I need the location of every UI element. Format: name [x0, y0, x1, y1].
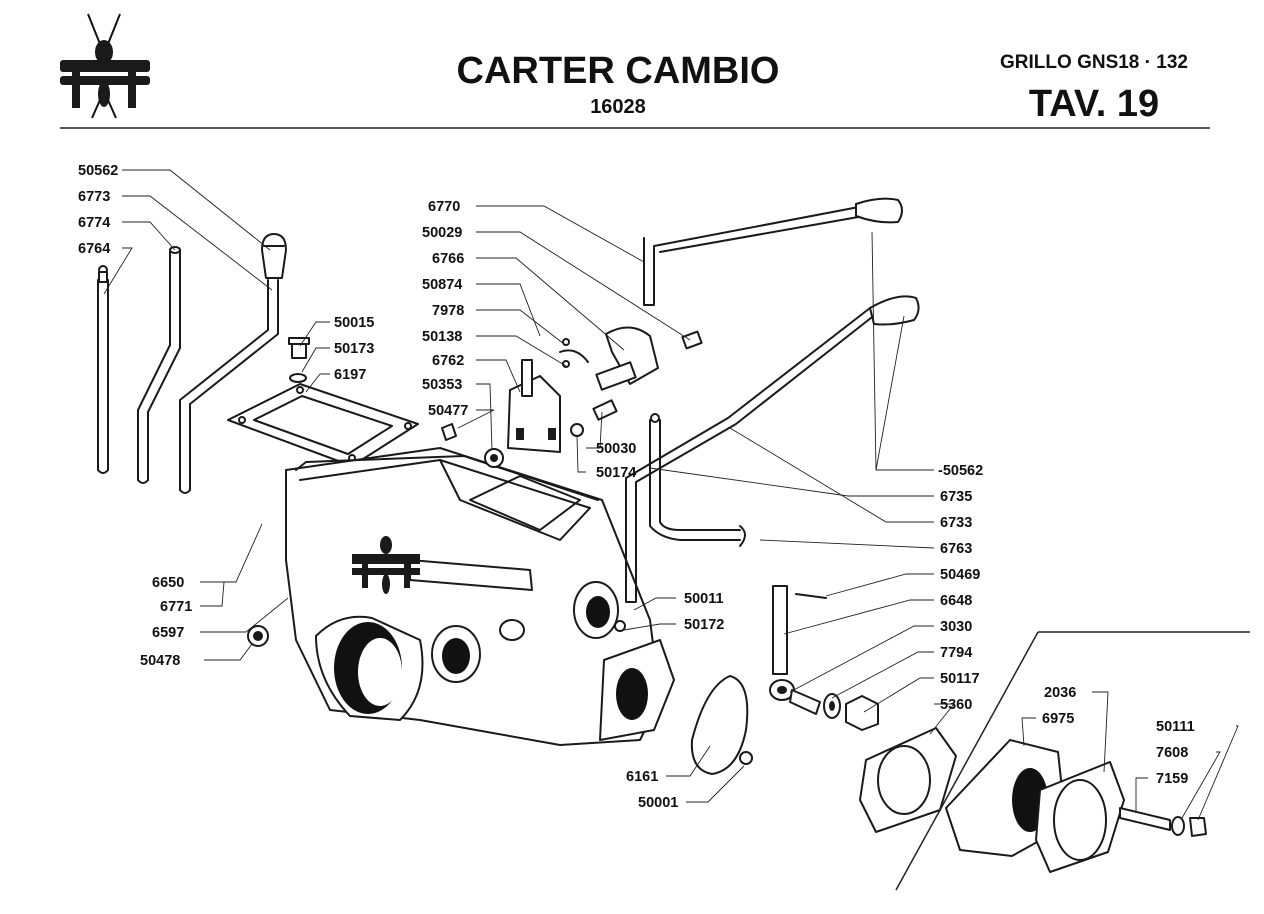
callout-50117: 50117 [940, 671, 980, 687]
rear-flange-assembly [859, 631, 1250, 891]
callout-50469: 50469 [940, 567, 980, 583]
callout-6197: 6197 [334, 367, 366, 383]
model-name: GRILLO GNS18 · 132 [1000, 52, 1188, 73]
linkage-parts [247, 585, 879, 775]
callout-7794: 7794 [940, 645, 972, 661]
table-number: TAV. 19 [1029, 83, 1159, 125]
callout-50477: 50477 [428, 403, 468, 419]
callout-50011: 50011 [684, 591, 724, 607]
callout-6773: 6773 [78, 189, 110, 205]
callout-50173: 50173 [334, 341, 374, 357]
gearbox-housing [285, 447, 675, 746]
selector-mechanism [441, 326, 703, 468]
callout-6771: 6771 [160, 599, 192, 615]
shift-rods [625, 197, 920, 603]
callout-6161: 6161 [626, 769, 658, 785]
callout-labels: 50562 6773 6774 6764 50015 50173 6197 67… [78, 163, 1195, 811]
callout-6766: 6766 [432, 251, 464, 267]
gear-lever-rods [97, 233, 287, 494]
callout-50562: 50562 [78, 163, 118, 179]
callout-50478: 50478 [140, 653, 180, 669]
callout-6650: 6650 [152, 575, 184, 591]
callout-5360: 5360 [940, 697, 972, 713]
callout-50138: 50138 [422, 329, 462, 345]
callout-50174: 50174 [596, 465, 636, 481]
callout-6763: 6763 [940, 541, 972, 557]
page-title: CARTER CAMBIO [457, 50, 780, 92]
callout-6733: 6733 [940, 515, 972, 531]
brand-logo [60, 13, 150, 119]
callout-6648: 6648 [940, 593, 972, 609]
callout-7978: 7978 [432, 303, 464, 319]
callout-50353: 50353 [422, 377, 462, 393]
callout-50874: 50874 [422, 277, 462, 293]
callout-50030: 50030 [596, 441, 636, 457]
callout-50111: 50111 [1156, 719, 1195, 735]
callout-6597: 6597 [152, 625, 184, 641]
callout-7608: 7608 [1156, 745, 1188, 761]
callout-2036: 2036 [1044, 685, 1076, 701]
callout-7159: 7159 [1156, 771, 1188, 787]
callout-6762: 6762 [432, 353, 464, 369]
callout-50562-b: -50562 [938, 463, 983, 479]
callout-6735: 6735 [940, 489, 972, 505]
part-code: 16028 [590, 96, 646, 118]
callout-6975: 6975 [1042, 711, 1074, 727]
callout-50001: 50001 [638, 795, 678, 811]
callout-50015: 50015 [334, 315, 374, 331]
callout-50029: 50029 [422, 225, 462, 241]
callout-6774: 6774 [78, 215, 110, 231]
callout-3030: 3030 [940, 619, 972, 635]
callout-6770: 6770 [428, 199, 460, 215]
top-cover-plate [227, 337, 419, 467]
callout-leaders [103, 169, 1239, 821]
callout-6764: 6764 [78, 241, 110, 257]
callout-50172: 50172 [684, 617, 724, 633]
